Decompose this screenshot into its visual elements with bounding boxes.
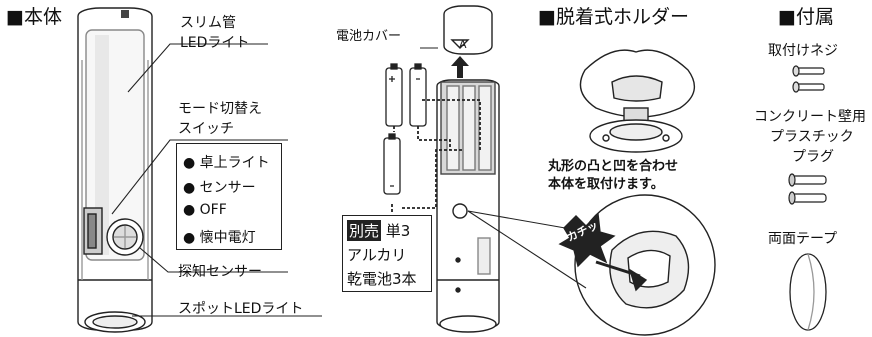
holder-heading: ■脱着式ホルダー [538,6,689,28]
battery-type: 単3 [381,222,411,240]
holder-note-1: 丸形の凸と凹を合わせ [548,159,679,174]
screws-illustration [792,65,825,93]
insert-arrow [451,56,469,78]
sensor-label: 探知センサー [178,264,262,280]
holder-illustration [579,49,696,153]
mode-switch-label-2: スイッチ [178,121,234,137]
mode-off: ● OFF [183,202,227,218]
plug-label-1: コンクリート壁用 [754,109,866,125]
batteries-illustration [383,63,427,195]
battery-alkaline: アルカリ [347,246,407,264]
battery-cover-label: 電池カバー [336,29,402,44]
screws-label: 取付けネジ [768,43,838,59]
mode-sensor: ● センサー [183,180,256,196]
attach-detail-illustration [467,194,716,336]
svg-text:A: A [459,38,467,51]
tape-illustration [789,253,827,331]
mode-list-box: ● 卓上ライト ● センサー ● OFF ● 懐中電灯 [176,143,282,250]
tape-label: 両面テープ [768,231,838,247]
plugs-illustration [788,173,827,205]
plug-label-3: プラグ [792,149,834,165]
mode-flashlight: ● 懐中電灯 [183,230,256,246]
flashlight-body-illustration [77,7,153,333]
spot-led-label: スポットLEDライト [178,301,304,317]
plug-label-2: プラスチック [770,129,854,145]
battery-tube-illustration: A [436,5,500,333]
sold-separately-tag: 別売 [347,220,382,241]
slim-tube-label-1: スリム管 [180,15,236,31]
main-unit-heading: ■本体 [6,6,62,28]
battery-count: 乾電池3本 [347,270,417,288]
accessories-heading: ■付属 [778,6,834,28]
holder-note-2: 本体を取付けます。 [548,177,664,192]
battery-note-box: 別売 単3 アルカリ 乾電池3本 [342,215,432,292]
mode-desk-light: ● 卓上ライト [183,155,270,171]
mode-switch-label-1: モード切替え [178,101,262,117]
slim-tube-label-2: LEDライト [180,35,250,51]
